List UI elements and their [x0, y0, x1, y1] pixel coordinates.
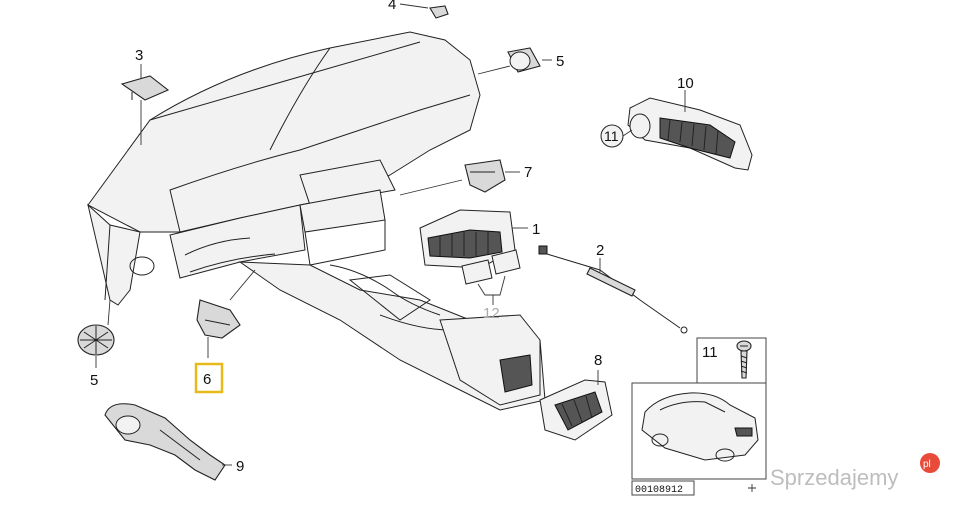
callout-7: 7	[524, 164, 532, 181]
crosshair-icon	[748, 484, 756, 492]
watermark-badge-icon	[920, 453, 940, 473]
callout-4: 4	[388, 0, 396, 13]
reference-code: 00108912	[635, 485, 683, 496]
part-5-bushing-bottom: 5	[77, 299, 115, 389]
callout-8: 8	[594, 352, 602, 369]
car-silhouette-icon	[641, 392, 759, 462]
inset-panel: 11 00108912	[631, 337, 767, 496]
callout-10: 10	[677, 75, 694, 92]
callout-3: 3	[135, 47, 143, 64]
part-9-air-duct: 9	[104, 403, 244, 481]
watermark-text: Sprzedajemy	[770, 465, 898, 490]
callout-6: 6	[203, 371, 211, 388]
callout-9: 9	[236, 458, 244, 475]
callout-2: 2	[596, 242, 604, 259]
callout-6-highlight	[194, 362, 224, 394]
part-4-clip: 4	[388, 0, 449, 19]
part-10-side-vent: 10 11	[600, 75, 753, 171]
part-3-trim-cap: 3	[120, 47, 170, 145]
part-2-cable: 2	[538, 242, 688, 334]
dashboard-assembly	[87, 31, 546, 411]
callout-11-inset: 11	[702, 344, 718, 361]
part-5-bushing-top: 5	[477, 47, 564, 75]
callout-11-circled: 11	[604, 128, 619, 144]
callout-12: 12	[483, 305, 500, 322]
callout-5-bottom: 5	[90, 372, 98, 389]
part-7-bracket: 7	[399, 159, 532, 196]
callout-1: 1	[532, 221, 540, 238]
watermark-badge-text: pl	[923, 459, 931, 470]
part-12-pads: 12	[461, 249, 521, 322]
callout-5-top: 5	[556, 53, 564, 70]
part-6-cover: 6	[194, 299, 241, 394]
watermark: Sprzedajemy pl	[748, 453, 940, 492]
part-8-rear-vent: 8	[539, 352, 613, 441]
screw-icon	[736, 340, 752, 379]
part-1-center-vent: 1	[419, 209, 540, 269]
